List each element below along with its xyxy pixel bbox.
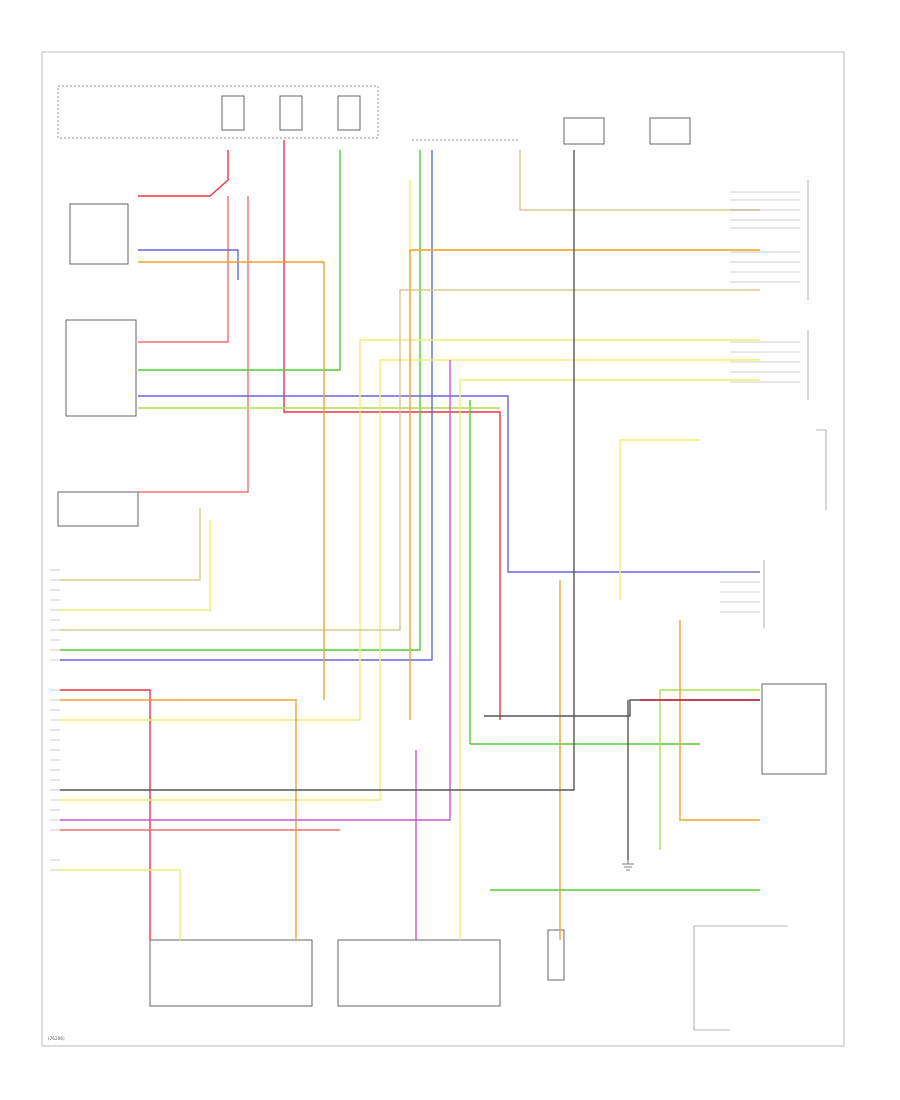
sensor-bottom-right xyxy=(547,929,565,981)
actuator-bottom-left xyxy=(149,939,313,1007)
fuse-1 xyxy=(221,95,245,131)
actuator-bottom-center xyxy=(337,939,501,1007)
relay-upper-left xyxy=(69,203,129,265)
switch-left-middle xyxy=(57,491,139,527)
wire-red-3 xyxy=(60,689,151,940)
diagram-frame xyxy=(41,51,845,1047)
wire-orange-5 xyxy=(409,249,760,720)
wire-green-2 xyxy=(60,150,421,651)
wire-orange-1 xyxy=(138,261,325,700)
fuse-box-enclosure xyxy=(57,85,379,139)
wire-yellow-6 xyxy=(619,439,700,600)
wire-grey-2 xyxy=(484,699,760,717)
wire-khaki-2 xyxy=(519,150,760,211)
wire-blue-2 xyxy=(138,395,760,573)
wire-yellow-2 xyxy=(60,339,760,721)
left-connector-stubs xyxy=(50,569,60,871)
wire-yellow-4 xyxy=(60,869,181,940)
module-top-right-b xyxy=(649,117,691,145)
control-module-right xyxy=(761,683,827,775)
wire-green-1 xyxy=(138,150,341,371)
wire-blue-1 xyxy=(138,249,239,280)
wire-khaki-1 xyxy=(60,508,201,581)
wire-khaki-3 xyxy=(60,289,760,631)
wire-orange-2 xyxy=(60,699,297,940)
wire-yellow-3 xyxy=(60,359,760,801)
wire-yellow-7 xyxy=(60,520,211,611)
wire-yellow-5 xyxy=(459,379,760,940)
wire-red-2 xyxy=(283,140,501,720)
wire-pink-3 xyxy=(138,196,249,493)
ground-symbol xyxy=(622,860,634,871)
right-terminal-stubs xyxy=(720,191,800,613)
wire-red-1 xyxy=(138,150,229,197)
wire-pink-2 xyxy=(138,196,229,343)
wire-blue-3 xyxy=(60,150,433,661)
wire-violet-1 xyxy=(60,360,451,821)
fuse-2 xyxy=(279,95,303,131)
wire-green-3 xyxy=(469,400,700,745)
fuse-3 xyxy=(337,95,361,131)
wire-lime-2 xyxy=(659,689,760,850)
compressor-bottom-right xyxy=(693,925,788,1031)
wire-grey-1 xyxy=(60,150,575,791)
relay-lower-left xyxy=(65,319,137,417)
wire-yellow-1 xyxy=(409,180,760,300)
diagram-code: (76206) xyxy=(48,1036,65,1041)
module-top-right-a xyxy=(563,117,605,145)
sensor-right-bracket xyxy=(816,429,827,510)
wire-orange-4 xyxy=(679,620,760,821)
